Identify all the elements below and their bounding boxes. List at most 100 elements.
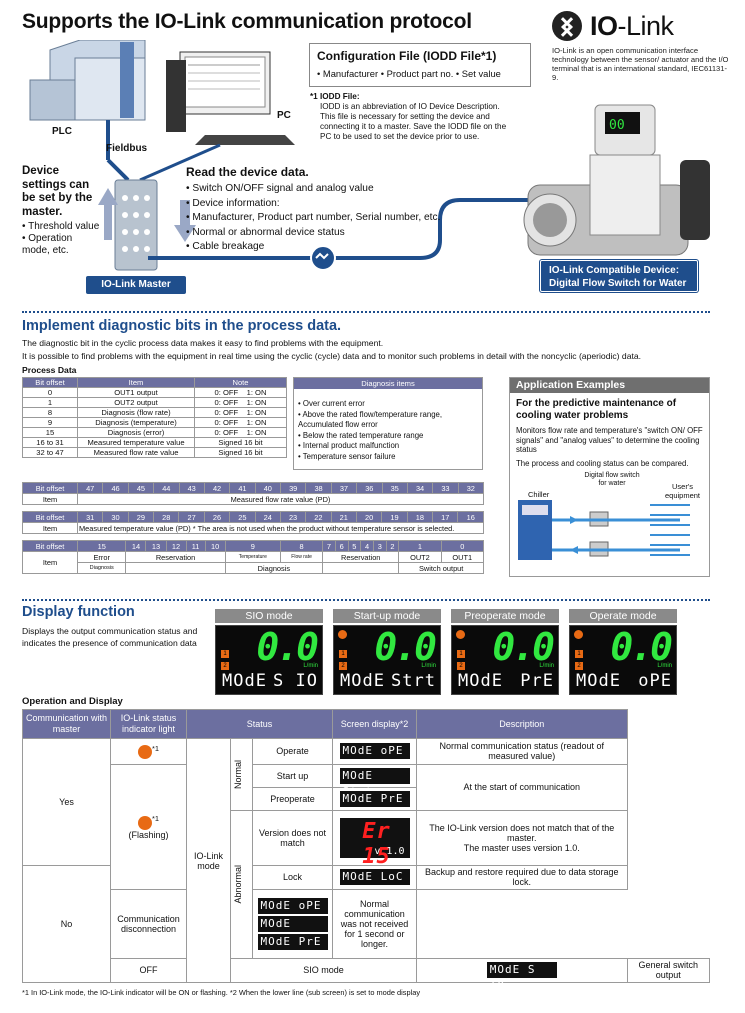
bit-cell: 8 xyxy=(280,540,324,552)
chiller-label: Chiller xyxy=(528,490,550,499)
io-link-flashing-icon xyxy=(137,815,152,830)
diagnostic-line-2: It is possible to find problems with the… xyxy=(22,351,642,361)
table-row: OFF SIO mode MOdE S IO General switch ou… xyxy=(23,957,711,992)
footnote: *1 In IO-Link mode, the IO-Link indicato… xyxy=(22,988,421,997)
table-row: Yes *1 IO-Link mode Normal Operate MOdE … xyxy=(22,738,710,983)
device-settings-item: Threshold value xyxy=(22,221,102,233)
bit-cell: 33 xyxy=(432,482,459,494)
io-link-logo-icon xyxy=(552,11,582,41)
bit-cell: 2 xyxy=(385,540,400,552)
diagnosis-item: Internal product malfunction xyxy=(298,441,478,452)
compatible-device-label: IO-Link Compatible Device: Digital Flow … xyxy=(540,260,698,292)
pc-icon xyxy=(166,51,295,145)
bit-cell: 23 xyxy=(279,511,307,523)
io-link-master-icon xyxy=(114,179,158,271)
config-file-box: Configuration File (IODD File*1) • Manuf… xyxy=(309,43,531,87)
bit-cell: 36 xyxy=(356,482,383,494)
operation-display-table: Communication with master IO-Link status… xyxy=(22,708,711,992)
pc-label: PC xyxy=(277,110,291,121)
bit-cell: 19 xyxy=(381,511,408,523)
read-item: Manufacturer, Product part number, Seria… xyxy=(186,211,476,226)
io-link-indicator-icon xyxy=(574,630,583,639)
bit-cell: 1 xyxy=(398,540,442,552)
bit-cell: 41 xyxy=(229,482,256,494)
flow-switch-device-icon: 00 xyxy=(523,104,710,256)
bit-cell: 24 xyxy=(254,511,281,523)
io-link-description: IO-Link is an open communication interfa… xyxy=(552,46,729,82)
diagnosis-item: Below the rated temperature range xyxy=(298,431,478,442)
pd-header: Note xyxy=(194,377,287,388)
bit-cell: 31 xyxy=(76,511,104,523)
bit-cell: 20 xyxy=(355,511,383,523)
bit-cell: 14 xyxy=(125,540,147,552)
plc-label: PLC xyxy=(52,126,72,137)
bit-cell: 40 xyxy=(254,482,282,494)
mode-header: SIO mode xyxy=(215,609,323,623)
display-description: Displays the output communication status… xyxy=(22,626,198,648)
svg-text:00: 00 xyxy=(609,118,625,133)
section-divider xyxy=(22,311,710,313)
bit-cell: 32 xyxy=(457,482,485,494)
bit-cell: 15 xyxy=(76,540,127,552)
io-link-logo: IO-Link xyxy=(552,8,732,44)
operation-display-label: Operation and Display xyxy=(22,696,123,707)
mode-header: Start-up mode xyxy=(333,609,441,623)
table-row: Preoperate MOdE PrE xyxy=(23,786,710,812)
bit-cell: 27 xyxy=(178,511,205,523)
fieldbus-label: Fieldbus xyxy=(106,143,148,154)
diagnosis-item: Above the rated flow/temperature range, … xyxy=(298,410,478,431)
bit-cell: 16 xyxy=(457,511,484,523)
application-examples-header: Application Examples xyxy=(510,378,709,393)
diagnostic-section-title: Implement diagnostic bits in the process… xyxy=(22,318,342,334)
diagnosis-items-box: Diagnosis items Over current error Above… xyxy=(293,377,483,470)
read-device-data-title: Read the device data. xyxy=(186,165,309,179)
bit-cell: 3 xyxy=(372,540,387,552)
bit-cell: 42 xyxy=(203,482,231,494)
bit-cell: 5 xyxy=(347,540,362,552)
application-title: For the predictive maintenance of coolin… xyxy=(516,398,677,421)
application-text-2: The process and cooling status can be co… xyxy=(516,458,689,468)
io-link-indicator-icon xyxy=(456,630,465,639)
bit-cell: 21 xyxy=(330,511,357,523)
bit-cell: 47 xyxy=(76,482,104,494)
bit-cell: 26 xyxy=(203,511,231,523)
user-equipment-label: User's equipment xyxy=(664,482,701,500)
bit-cell: 45 xyxy=(127,482,155,494)
bit-cell: 43 xyxy=(178,482,205,494)
bit-cell: 44 xyxy=(153,482,180,494)
read-item: Cable breakage xyxy=(186,240,476,255)
config-file-title: Configuration File (IODD File*1) xyxy=(317,49,497,63)
bit-cell: 37 xyxy=(330,482,358,494)
bit-cell: 38 xyxy=(305,482,332,494)
diagnosis-item: Temperature sensor failure xyxy=(298,452,478,463)
bit-cell: 9 xyxy=(224,540,282,552)
read-device-data-block: Read the device data. Switch ON/OFF sign… xyxy=(186,165,476,255)
application-examples-box: Application Examples For the predictive … xyxy=(509,377,710,577)
process-data-label: Process Data xyxy=(22,365,77,375)
bit-cell: 13 xyxy=(145,540,167,552)
section-divider xyxy=(22,599,710,601)
bit-cell: 30 xyxy=(102,511,129,523)
bit-cell: 39 xyxy=(279,482,307,494)
plc-icon xyxy=(29,40,146,121)
flow-switch-label: Digital flow switch for water xyxy=(584,472,640,487)
bit-cell: 46 xyxy=(102,482,129,494)
cooling-diagram xyxy=(518,500,690,560)
bit-cell: 4 xyxy=(360,540,374,552)
read-item: Switch ON/OFF signal and analog value xyxy=(186,182,476,197)
device-settings-block: Device settings can be set by the master… xyxy=(22,165,102,257)
read-item: Normal or abnormal device status xyxy=(186,226,476,241)
bit-cell: 22 xyxy=(305,511,332,523)
mode-header: Operate mode xyxy=(569,609,677,623)
device-settings-item: Operation mode, etc. xyxy=(22,233,102,257)
